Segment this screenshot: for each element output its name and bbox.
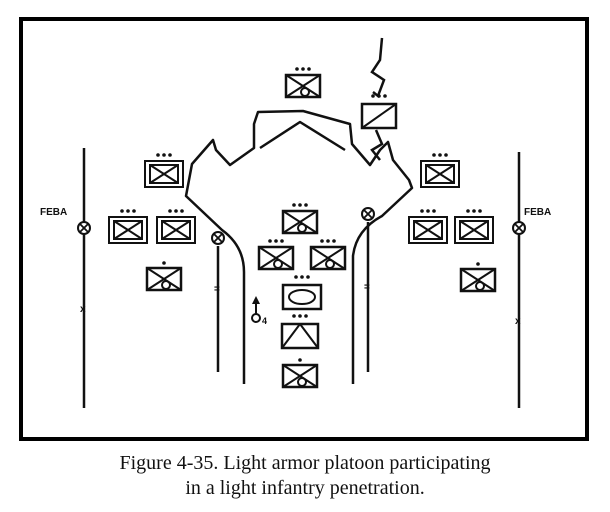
unit-left-3 <box>145 259 183 292</box>
unit-right-3 <box>459 260 497 293</box>
feba-label-right: FEBA <box>524 207 551 218</box>
unit-center-right <box>309 237 347 271</box>
unit-left-flank <box>144 152 184 188</box>
boundary-mark-right: x <box>515 316 521 327</box>
unit-right-flank <box>420 152 460 188</box>
penetration-arrow <box>184 109 414 384</box>
figure-frame <box>19 17 589 441</box>
feba-label-left: FEBA <box>40 207 67 218</box>
radio-link-lower <box>370 129 384 161</box>
figure-caption-line2: in a light infantry penetration. <box>185 477 425 499</box>
unit-left-2 <box>156 208 196 244</box>
unit-center-slash <box>280 314 320 350</box>
inner-contact-right <box>361 207 375 221</box>
inner-contact-left <box>211 231 225 245</box>
figure-caption-line1: Figure 4-35. Light armor platoon partici… <box>119 452 491 474</box>
leader-subscript: 4 <box>262 316 267 326</box>
radio-link <box>370 37 386 99</box>
unit-center-left <box>257 237 295 271</box>
unit-right-1 <box>408 208 448 244</box>
feba-contact-left <box>77 221 91 235</box>
unit-command <box>360 94 398 130</box>
feba-contact-right <box>512 221 526 235</box>
unit-center-oval <box>281 275 323 311</box>
phase-mark-right: = <box>364 282 370 293</box>
penetration-arrow-inner <box>259 120 346 152</box>
phase-mark-left: = <box>214 284 220 295</box>
unit-center-lead <box>281 201 319 235</box>
boundary-mark-left: x <box>80 304 86 315</box>
unit-left-1 <box>108 208 148 244</box>
unit-top <box>284 65 322 99</box>
unit-center-rear <box>281 356 319 389</box>
unit-right-2 <box>454 208 494 244</box>
leader-symbol: 4 <box>251 296 267 326</box>
